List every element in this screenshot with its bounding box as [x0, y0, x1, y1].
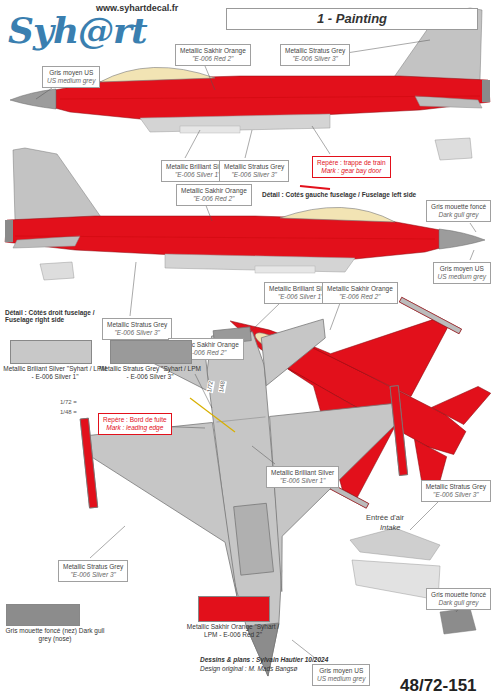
color-swatch [6, 604, 80, 626]
color-code: Mark : leading edge [103, 424, 167, 432]
color-code: "E-006 Red 2" [181, 195, 247, 203]
color-callout: Gris mouette foncéDark gull grey [426, 200, 491, 222]
color-code: US medium grey [438, 273, 486, 281]
legend-text: Metallic Sakhir Orange "Syhart / LPM - E… [181, 623, 285, 639]
brand-logo: Syh@rt [8, 10, 147, 51]
color-swatch [10, 340, 92, 364]
color-name: Metallic Stratus Grey [426, 483, 486, 491]
sheet-title: 1 - Painting [226, 8, 478, 30]
legend-text: Metallic Stratus Grey "Syhart / LPM - E-… [98, 365, 202, 381]
sheet-label: Détail : Cotés gauche fuselage / Fuselag… [262, 191, 416, 198]
color-name: Metallic Stratus Grey [63, 563, 123, 571]
color-code: "E-006 Silver 3" [63, 571, 123, 579]
color-name: Gris moyen US [47, 69, 95, 77]
color-callout: Gris moyen USUS medium grey [312, 664, 370, 686]
legend-text: Metallic Briliant Silver "Syhart / LPM -… [3, 365, 107, 381]
color-callout: Gris moyen USUS medium grey [42, 66, 100, 88]
color-name: Repère : Bord de fuite [103, 416, 167, 424]
color-callout: Metallic Brilliant Silver"E-006 Silver 1… [266, 466, 339, 488]
color-code: US medium grey [317, 675, 365, 683]
color-callout: Gris moyen USUS medium grey [433, 262, 491, 284]
color-name: Repère : trappe de train [317, 159, 386, 167]
sheet-label: Entrée d'air [366, 514, 404, 523]
color-name: Gris moyen US [317, 667, 365, 675]
sheet-label: Dessins & plans : Sylvain Hautier 10/202… [200, 656, 328, 663]
color-callout: Metallic Sakhir Orange"E-006 Red 2" [176, 184, 252, 206]
color-code: "E-006 Silver 3" [285, 55, 345, 63]
sheet-label: Détail : Côtés droit fuselage / Fuselage… [5, 309, 100, 324]
color-callout: Metallic Stratus Grey"E-006 Silver 3" [421, 480, 491, 502]
color-callout: Metallic Sakhir Orange"E-006 Red 2" [175, 44, 251, 66]
color-name: Gris moyen US [438, 265, 486, 273]
color-callout: Metallic Sakhir Orange"E-006 Red 2" [322, 282, 398, 304]
color-code: "E-006 Silver 3" [426, 491, 486, 499]
color-code: "E-006 Silver 3" [107, 329, 167, 337]
sheet-label: 1/72 [206, 380, 215, 393]
color-code: "E-006 Red 2" [180, 55, 246, 63]
color-callout: Gris mouette foncéDark gull grey [426, 588, 491, 610]
color-swatch [110, 340, 192, 364]
color-callout: Metallic Stratus Grey"E-006 Silver 3" [102, 318, 172, 340]
sheet-label: Design original : M. Mads Bangsø [200, 665, 298, 672]
color-name: Gris mouette foncé [431, 203, 486, 211]
color-code: "E-006 Silver 3" [224, 171, 284, 179]
color-code: Mark : gear bay door [317, 167, 386, 175]
color-name: Metallic Stratus Grey [285, 47, 345, 55]
sheet-label: 48/72-151 [400, 676, 477, 696]
sheet-label: 1/48 = [60, 409, 77, 416]
sheet-label: 1/48 [218, 380, 227, 393]
color-code: US medium grey [47, 77, 95, 85]
mark-callout: Repère : Bord de fuiteMark : leading edg… [98, 413, 172, 435]
legend-text: Gris mouette foncé (nez) Dark gull grey … [3, 627, 107, 643]
color-code: "E-006 Red 2" [327, 293, 393, 301]
color-name: Metallic Sakhir Orange [180, 47, 246, 55]
color-callout: Metallic Stratus Grey"E-006 Silver 3" [58, 560, 128, 582]
mark-callout: Repère : trappe de trainMark : gear bay … [312, 156, 391, 178]
color-swatch [198, 596, 270, 622]
color-name: Metallic Sakhir Orange [327, 285, 393, 293]
color-name: Metallic Sakhir Orange [181, 187, 247, 195]
sheet-label: 1/72 = [60, 399, 77, 406]
color-code: Dark gull grey [431, 211, 486, 219]
color-code: "E-006 Silver 1" [271, 477, 334, 485]
color-name: Metallic Stratus Grey [107, 321, 167, 329]
color-callout: Metallic Stratus Grey"E-006 Silver 3" [219, 160, 289, 182]
color-name: Metallic Stratus Grey [224, 163, 284, 171]
sheet-label: Intake [380, 524, 400, 533]
color-name: Metallic Brilliant Silver [271, 469, 334, 477]
color-name: Gris mouette foncé [431, 591, 486, 599]
color-callout: Metallic Stratus Grey"E-006 Silver 3" [280, 44, 350, 66]
color-code: Dark gull grey [431, 599, 486, 607]
